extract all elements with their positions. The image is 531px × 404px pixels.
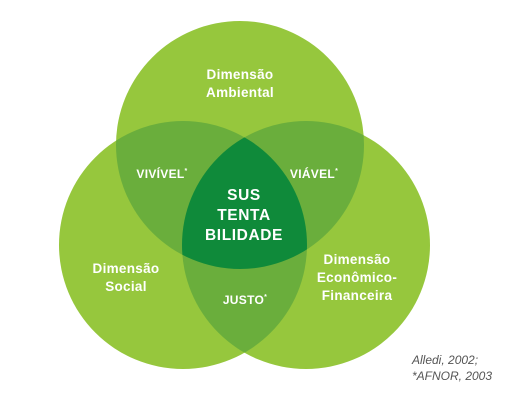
fair-label: JUSTO*	[223, 293, 267, 307]
economic-label-line3: Financeira	[322, 288, 393, 303]
economic-dimension-label: Dimensão Econômico- Financeira	[317, 252, 397, 303]
economic-label-line2: Econômico-	[317, 270, 397, 285]
sustainability-label-line1: SUS	[227, 187, 261, 204]
economic-label-line1: Dimensão	[324, 252, 391, 267]
source-citation: Alledi, 2002; *AFNOR, 2003	[412, 352, 524, 384]
sustainability-label-line2: TENTA	[217, 207, 271, 224]
livable-label: VIVÍVEL*	[136, 166, 187, 181]
citation-line1: Alledi, 2002;	[412, 353, 479, 367]
environmental-label-line1: Dimensão	[207, 67, 274, 82]
sustainability-label-line3: BILIDADE	[205, 227, 283, 244]
viable-label: VIÁVEL*	[290, 166, 338, 181]
social-dimension-label: Dimensão Social	[93, 261, 160, 294]
social-label-line1: Dimensão	[93, 261, 160, 276]
citation-line2: *AFNOR, 2003	[412, 369, 493, 383]
sustainability-center-region	[182, 121, 307, 269]
environmental-label-line2: Ambiental	[206, 85, 274, 100]
social-label-line2: Social	[105, 279, 147, 294]
environmental-dimension-label: Dimensão Ambiental	[206, 67, 274, 100]
sustainability-label: SUS TENTA BILIDADE	[205, 187, 283, 244]
